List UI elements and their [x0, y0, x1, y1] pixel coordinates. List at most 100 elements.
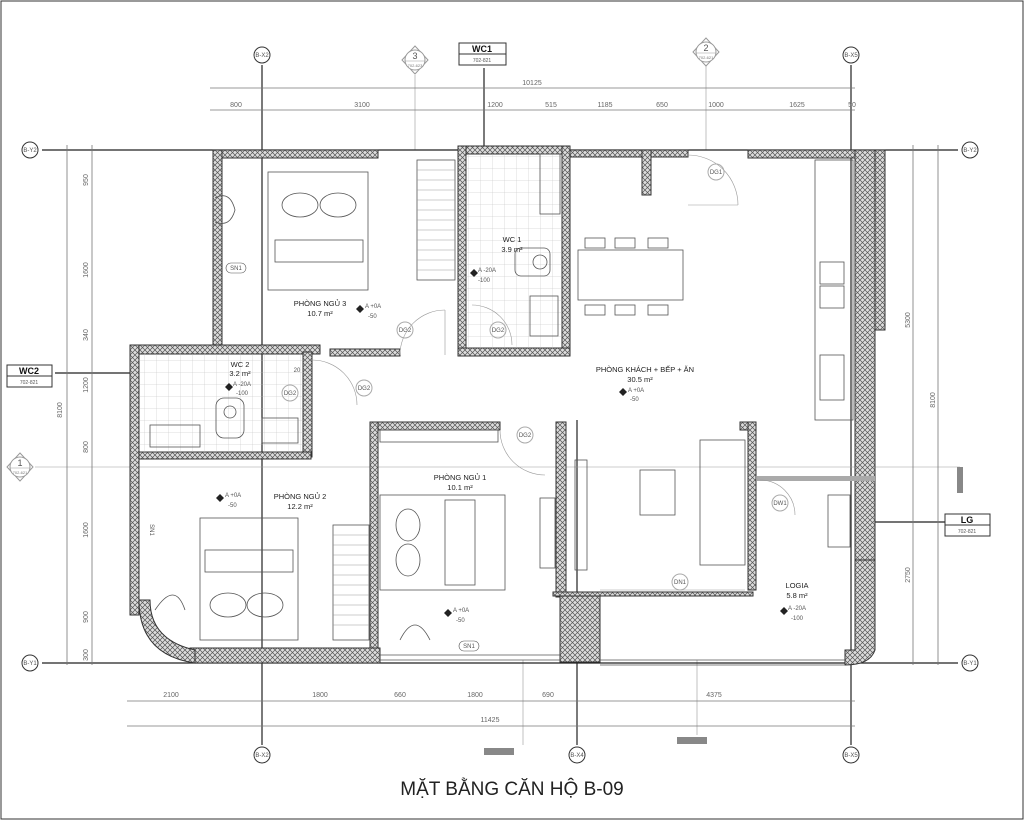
svg-text:10.7 m²: 10.7 m² [307, 309, 333, 318]
svg-text:PHÒNG NGỦ 1: PHÒNG NGỦ 1 [434, 473, 487, 482]
svg-text:2750: 2750 [905, 567, 912, 583]
svg-text:660: 660 [394, 692, 406, 699]
svg-text:-100: -100 [236, 391, 249, 397]
room-label-bedroom-1: PHÒNG NGỦ 1 10.1 m² A +0A-50 [434, 473, 487, 624]
svg-text:702-621: 702-621 [13, 470, 28, 475]
svg-text:-100: -100 [791, 616, 804, 622]
svg-text:702-621: 702-621 [699, 55, 714, 60]
svg-text:DG2: DG2 [284, 391, 297, 397]
svg-text:WC 1: WC 1 [503, 235, 522, 244]
svg-text:3.9 m²: 3.9 m² [501, 245, 523, 254]
svg-text:702-623: 702-623 [408, 63, 423, 68]
dining-table [577, 237, 684, 316]
svg-text:8100: 8100 [57, 402, 64, 418]
svg-text:3.2 m²: 3.2 m² [229, 369, 251, 378]
svg-text:PHÒNG NGỦ 2: PHÒNG NGỦ 2 [274, 492, 327, 501]
section-mark-2: 2 702-621 [692, 37, 720, 67]
svg-text:B-X4: B-X4 [570, 753, 584, 759]
grid-bubble-by1-left: B-Y1 [21, 654, 39, 672]
room-label-wc1: WC 1 3.9 m² A -20A-100 [470, 235, 523, 284]
toilet-bedroom3 [214, 195, 236, 224]
svg-text:1800: 1800 [312, 692, 328, 699]
drawing-title: MẶT BẰNG CĂN HỘ B-09 [400, 778, 623, 800]
svg-text:2: 2 [703, 43, 708, 53]
dimensions-top: 10125 800 3100 1200 515 1185 650 1000 16… [210, 80, 856, 111]
svg-text:4375: 4375 [706, 692, 722, 699]
sofa [539, 439, 746, 571]
laundry-sink [827, 494, 851, 548]
svg-text:DN1: DN1 [674, 580, 687, 586]
svg-text:A -20A: A -20A [233, 382, 251, 388]
room-label-wc2: WC 2 3.2 m² A -20A -100 [225, 360, 251, 397]
svg-text:A +0A: A +0A [453, 608, 469, 614]
svg-text:3100: 3100 [354, 102, 370, 109]
svg-text:20: 20 [294, 368, 301, 374]
svg-text:340: 340 [83, 329, 90, 341]
svg-text:PHÒNG KHÁCH + BẾP + ĂN: PHÒNG KHÁCH + BẾP + ĂN [596, 364, 694, 374]
svg-text:LOGIA: LOGIA [786, 581, 809, 590]
svg-text:DG2: DG2 [492, 328, 505, 334]
svg-text:1600: 1600 [83, 522, 90, 538]
svg-text:DG1: DG1 [710, 170, 723, 176]
svg-text:A +0A: A +0A [225, 493, 241, 499]
svg-text:-100: -100 [478, 278, 491, 284]
svg-text:1185: 1185 [597, 102, 612, 109]
svg-text:1200: 1200 [83, 377, 90, 393]
bathtub [149, 424, 201, 448]
svg-text:30.5 m²: 30.5 m² [627, 375, 653, 384]
walls [129, 145, 886, 666]
svg-text:DG2: DG2 [358, 386, 371, 392]
svg-text:1000: 1000 [708, 102, 724, 109]
svg-text:DW1: DW1 [773, 501, 787, 507]
svg-text:WC 2: WC 2 [231, 360, 250, 369]
svg-text:5300: 5300 [905, 312, 912, 328]
toilet-bedroom1 [399, 624, 431, 641]
svg-text:SN1: SN1 [463, 644, 475, 650]
svg-text:DG2: DG2 [519, 433, 532, 439]
svg-text:650: 650 [656, 102, 668, 109]
wc2-floor [139, 354, 303, 452]
kitchen-counter [814, 159, 854, 421]
svg-text:-50: -50 [368, 314, 377, 320]
section-cut-marker [957, 467, 963, 493]
svg-text:B-Y1: B-Y1 [23, 661, 37, 667]
svg-text:B-X2: B-X2 [255, 53, 269, 59]
svg-text:11425: 11425 [481, 717, 500, 724]
svg-text:WC2: WC2 [19, 366, 39, 376]
svg-text:B-X5: B-X5 [844, 753, 858, 759]
section-cut-marker [484, 748, 514, 755]
svg-text:DG2: DG2 [399, 328, 412, 334]
svg-text:LG: LG [961, 515, 974, 525]
bed-1 [379, 494, 506, 591]
svg-text:300: 300 [83, 649, 90, 661]
svg-text:WC1: WC1 [472, 44, 492, 54]
detail-box-lg: LG 702-821 [944, 513, 991, 537]
svg-text:1600: 1600 [83, 262, 90, 278]
svg-text:1625: 1625 [789, 102, 805, 109]
grid-bubble-bx2-top: B-X2 [253, 46, 271, 64]
logia-railing [757, 476, 875, 481]
svg-text:A -20A: A -20A [788, 606, 806, 612]
svg-text:1200: 1200 [487, 102, 503, 109]
grid-bubble-bx2-bottom: B-X2 [253, 746, 271, 764]
detail-box-wc2: WC2 702-821 [6, 364, 53, 388]
toilet-wc1 [514, 247, 551, 277]
svg-text:B-X5: B-X5 [844, 53, 858, 59]
section-cut-marker [677, 737, 707, 744]
svg-text:-50: -50 [228, 503, 237, 509]
svg-text:10125: 10125 [522, 80, 542, 87]
svg-text:702-821: 702-821 [20, 380, 39, 386]
svg-text:702-821: 702-821 [958, 529, 977, 535]
section-mark-1: 1 702-621 [6, 452, 34, 482]
svg-text:3: 3 [412, 51, 417, 61]
svg-text:12.2 m²: 12.2 m² [287, 502, 313, 511]
grid-bubble-bx5-bottom: B-X5 [842, 746, 860, 764]
washbasin [261, 417, 299, 444]
svg-text:950: 950 [83, 174, 90, 186]
svg-text:800: 800 [83, 441, 90, 453]
svg-text:8100: 8100 [930, 392, 937, 408]
svg-text:515: 515 [545, 102, 557, 109]
svg-text:-50: -50 [456, 618, 465, 624]
dimensions-left: 8100 950 1600 340 1200 800 1600 900 300 [57, 145, 93, 665]
